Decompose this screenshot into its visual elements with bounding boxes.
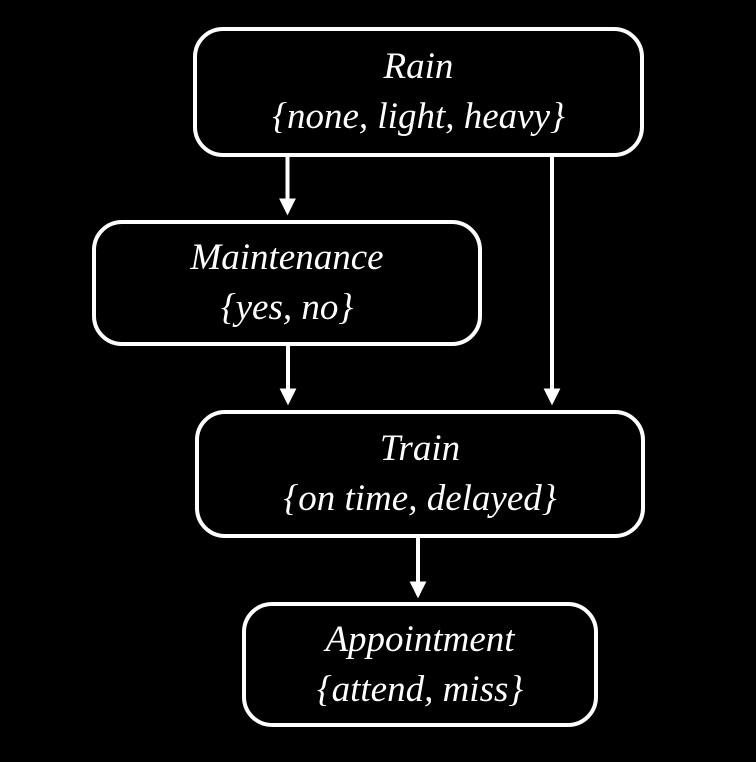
node-rain-values: {none, light, heavy}	[272, 96, 565, 137]
node-rain: Rain {none, light, heavy}	[193, 27, 644, 157]
node-maintenance-values: {yes, no}	[220, 287, 354, 328]
node-train-label: Train	[379, 428, 461, 470]
node-rain-label: Rain	[383, 46, 454, 88]
node-maintenance: Maintenance {yes, no}	[92, 220, 482, 346]
node-appointment-label: Appointment	[325, 618, 515, 660]
node-appointment: Appointment {attend, miss}	[242, 602, 598, 727]
node-maintenance-label: Maintenance	[190, 237, 384, 279]
node-train-values: {on time, delayed}	[283, 478, 557, 519]
node-appointment-values: {attend, miss}	[316, 668, 524, 710]
node-train: Train {on time, delayed}	[195, 410, 645, 538]
